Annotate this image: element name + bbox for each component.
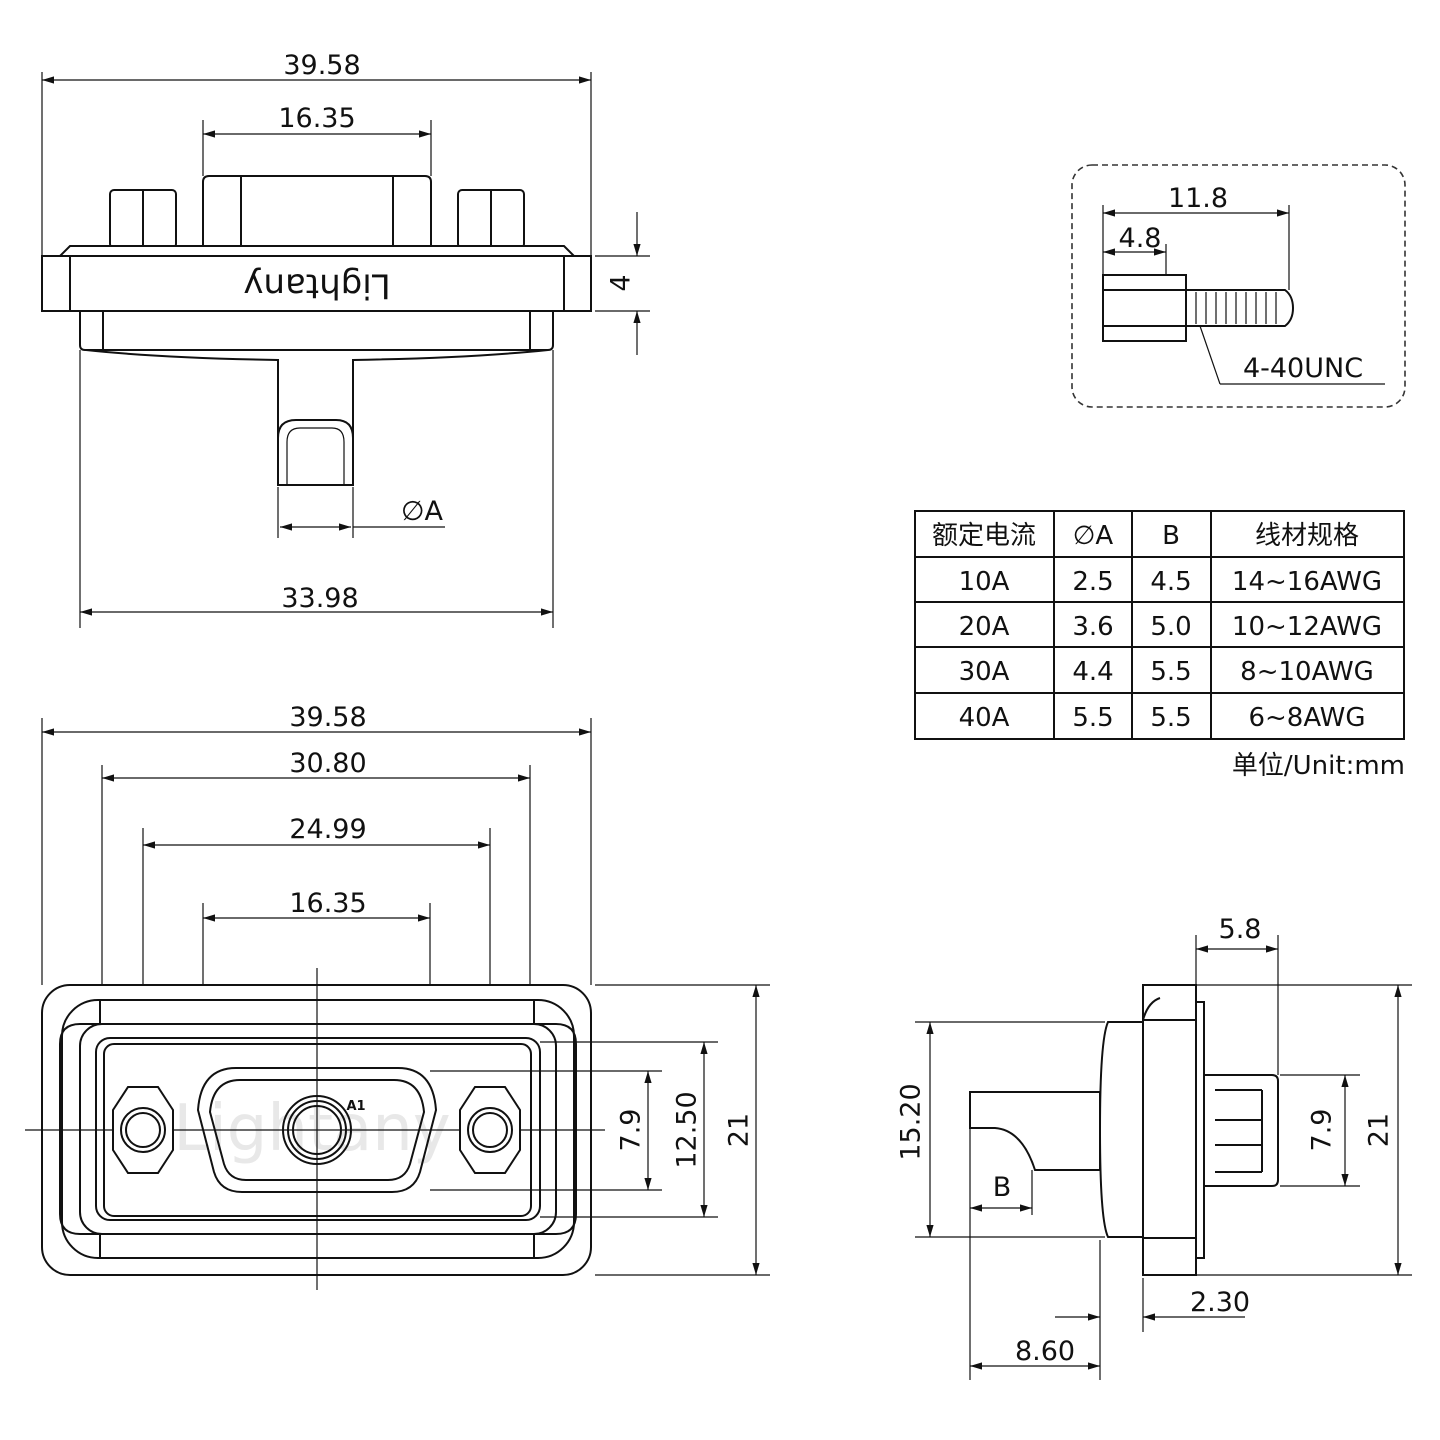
table-cell: 10A xyxy=(959,567,1010,597)
side-shell xyxy=(1203,1074,1279,1187)
front-view: 39.58 30.80 24.99 16.35 Lightany A1 xyxy=(25,702,770,1290)
screw-length: 11.8 xyxy=(1168,183,1228,214)
flange-lip xyxy=(57,245,577,257)
d-sub-shell-outer xyxy=(196,1067,438,1193)
dim-side-h1: 7.9 xyxy=(1307,1109,1338,1152)
dim-front-h1: 7.9 xyxy=(616,1109,647,1152)
hex-nut-left xyxy=(112,1086,174,1174)
side-tail xyxy=(969,1091,1101,1171)
d-shell xyxy=(202,175,432,249)
side-rear-body xyxy=(1098,1021,1144,1238)
dim-bottom-width: 33.98 xyxy=(281,583,358,614)
dim-side-tail: 8.60 xyxy=(1015,1336,1075,1367)
detail-frame xyxy=(1071,164,1406,408)
hex-nut-right xyxy=(459,1086,521,1174)
dim-side-flange: 2.30 xyxy=(1190,1287,1250,1318)
table-cell: 20A xyxy=(959,612,1010,642)
table-cell: 5.0 xyxy=(1150,612,1191,642)
dim-shell-width: 16.35 xyxy=(289,888,366,919)
table-cell: 30A xyxy=(959,657,1010,687)
thread-spec: 4-40UNC xyxy=(1243,353,1363,384)
dim-side-body: 15.20 xyxy=(896,1083,927,1160)
table-cell: 5.5 xyxy=(1072,703,1113,733)
table-cell: 40A xyxy=(959,703,1010,733)
hex-length: 4.8 xyxy=(1119,223,1162,254)
power-contact xyxy=(282,1095,352,1165)
side-flange xyxy=(1142,984,1197,1276)
dim-inner-width: 16.35 xyxy=(278,103,355,134)
dim-overall-width: 39.58 xyxy=(283,50,360,81)
table-cell: 8~10AWG xyxy=(1240,657,1374,687)
table-cell: 5.5 xyxy=(1150,657,1191,687)
table-header-cell: B xyxy=(1162,521,1180,551)
dim-front-h3: 21 xyxy=(724,1113,755,1147)
spec-table: 额定电流 ∅A B 线材规格 10A 2.5 4.5 14~16AWG 20A 3.6 5.0 10~… xyxy=(914,510,1405,781)
d-sub-shell-inner xyxy=(208,1079,426,1181)
dim-b: B xyxy=(993,1172,1012,1203)
table-cell: 3.6 xyxy=(1072,612,1113,642)
dim-pin-dia: ∅A xyxy=(401,496,444,527)
brand-logo: Lightany xyxy=(243,266,390,306)
table-cell: 6~8AWG xyxy=(1248,703,1365,733)
threaded-stud xyxy=(1185,289,1295,327)
dim-front-width2: 30.80 xyxy=(289,748,366,779)
table-header-cell: 线材规格 xyxy=(1255,521,1359,551)
screw-detail: 11.8 4.8 4-40UNC xyxy=(1071,164,1406,408)
top-view: 39.58 16.35 Lightany 4 xyxy=(41,50,650,628)
table-cell: 10~12AWG xyxy=(1232,612,1382,642)
dim-side-depth: 5.8 xyxy=(1219,914,1262,945)
table-header-cell: 额定电流 xyxy=(932,521,1036,551)
table-cell: 5.5 xyxy=(1150,703,1191,733)
dim-hole-spacing: 24.99 xyxy=(289,814,366,845)
table-header-cell: ∅A xyxy=(1073,521,1114,551)
table-cell: 4.5 xyxy=(1150,567,1191,597)
dim-front-overall: 39.58 xyxy=(289,702,366,733)
unit-note: 单位/Unit:mm xyxy=(1232,751,1405,781)
dim-thickness: 4 xyxy=(606,274,637,291)
table-cell: 4.4 xyxy=(1072,657,1113,687)
table-cell: 14~16AWG xyxy=(1232,567,1382,597)
hex-standoff xyxy=(1102,274,1187,342)
dim-side-h2: 21 xyxy=(1364,1113,1395,1147)
side-view: 5.8 15.20 B 7.9 21 xyxy=(896,914,1412,1380)
pin-label: A1 xyxy=(346,1099,365,1114)
table-cell: 2.5 xyxy=(1072,567,1113,597)
dim-front-h2: 12.50 xyxy=(672,1091,703,1168)
lower-body xyxy=(79,310,554,351)
pin-terminal xyxy=(277,419,354,486)
